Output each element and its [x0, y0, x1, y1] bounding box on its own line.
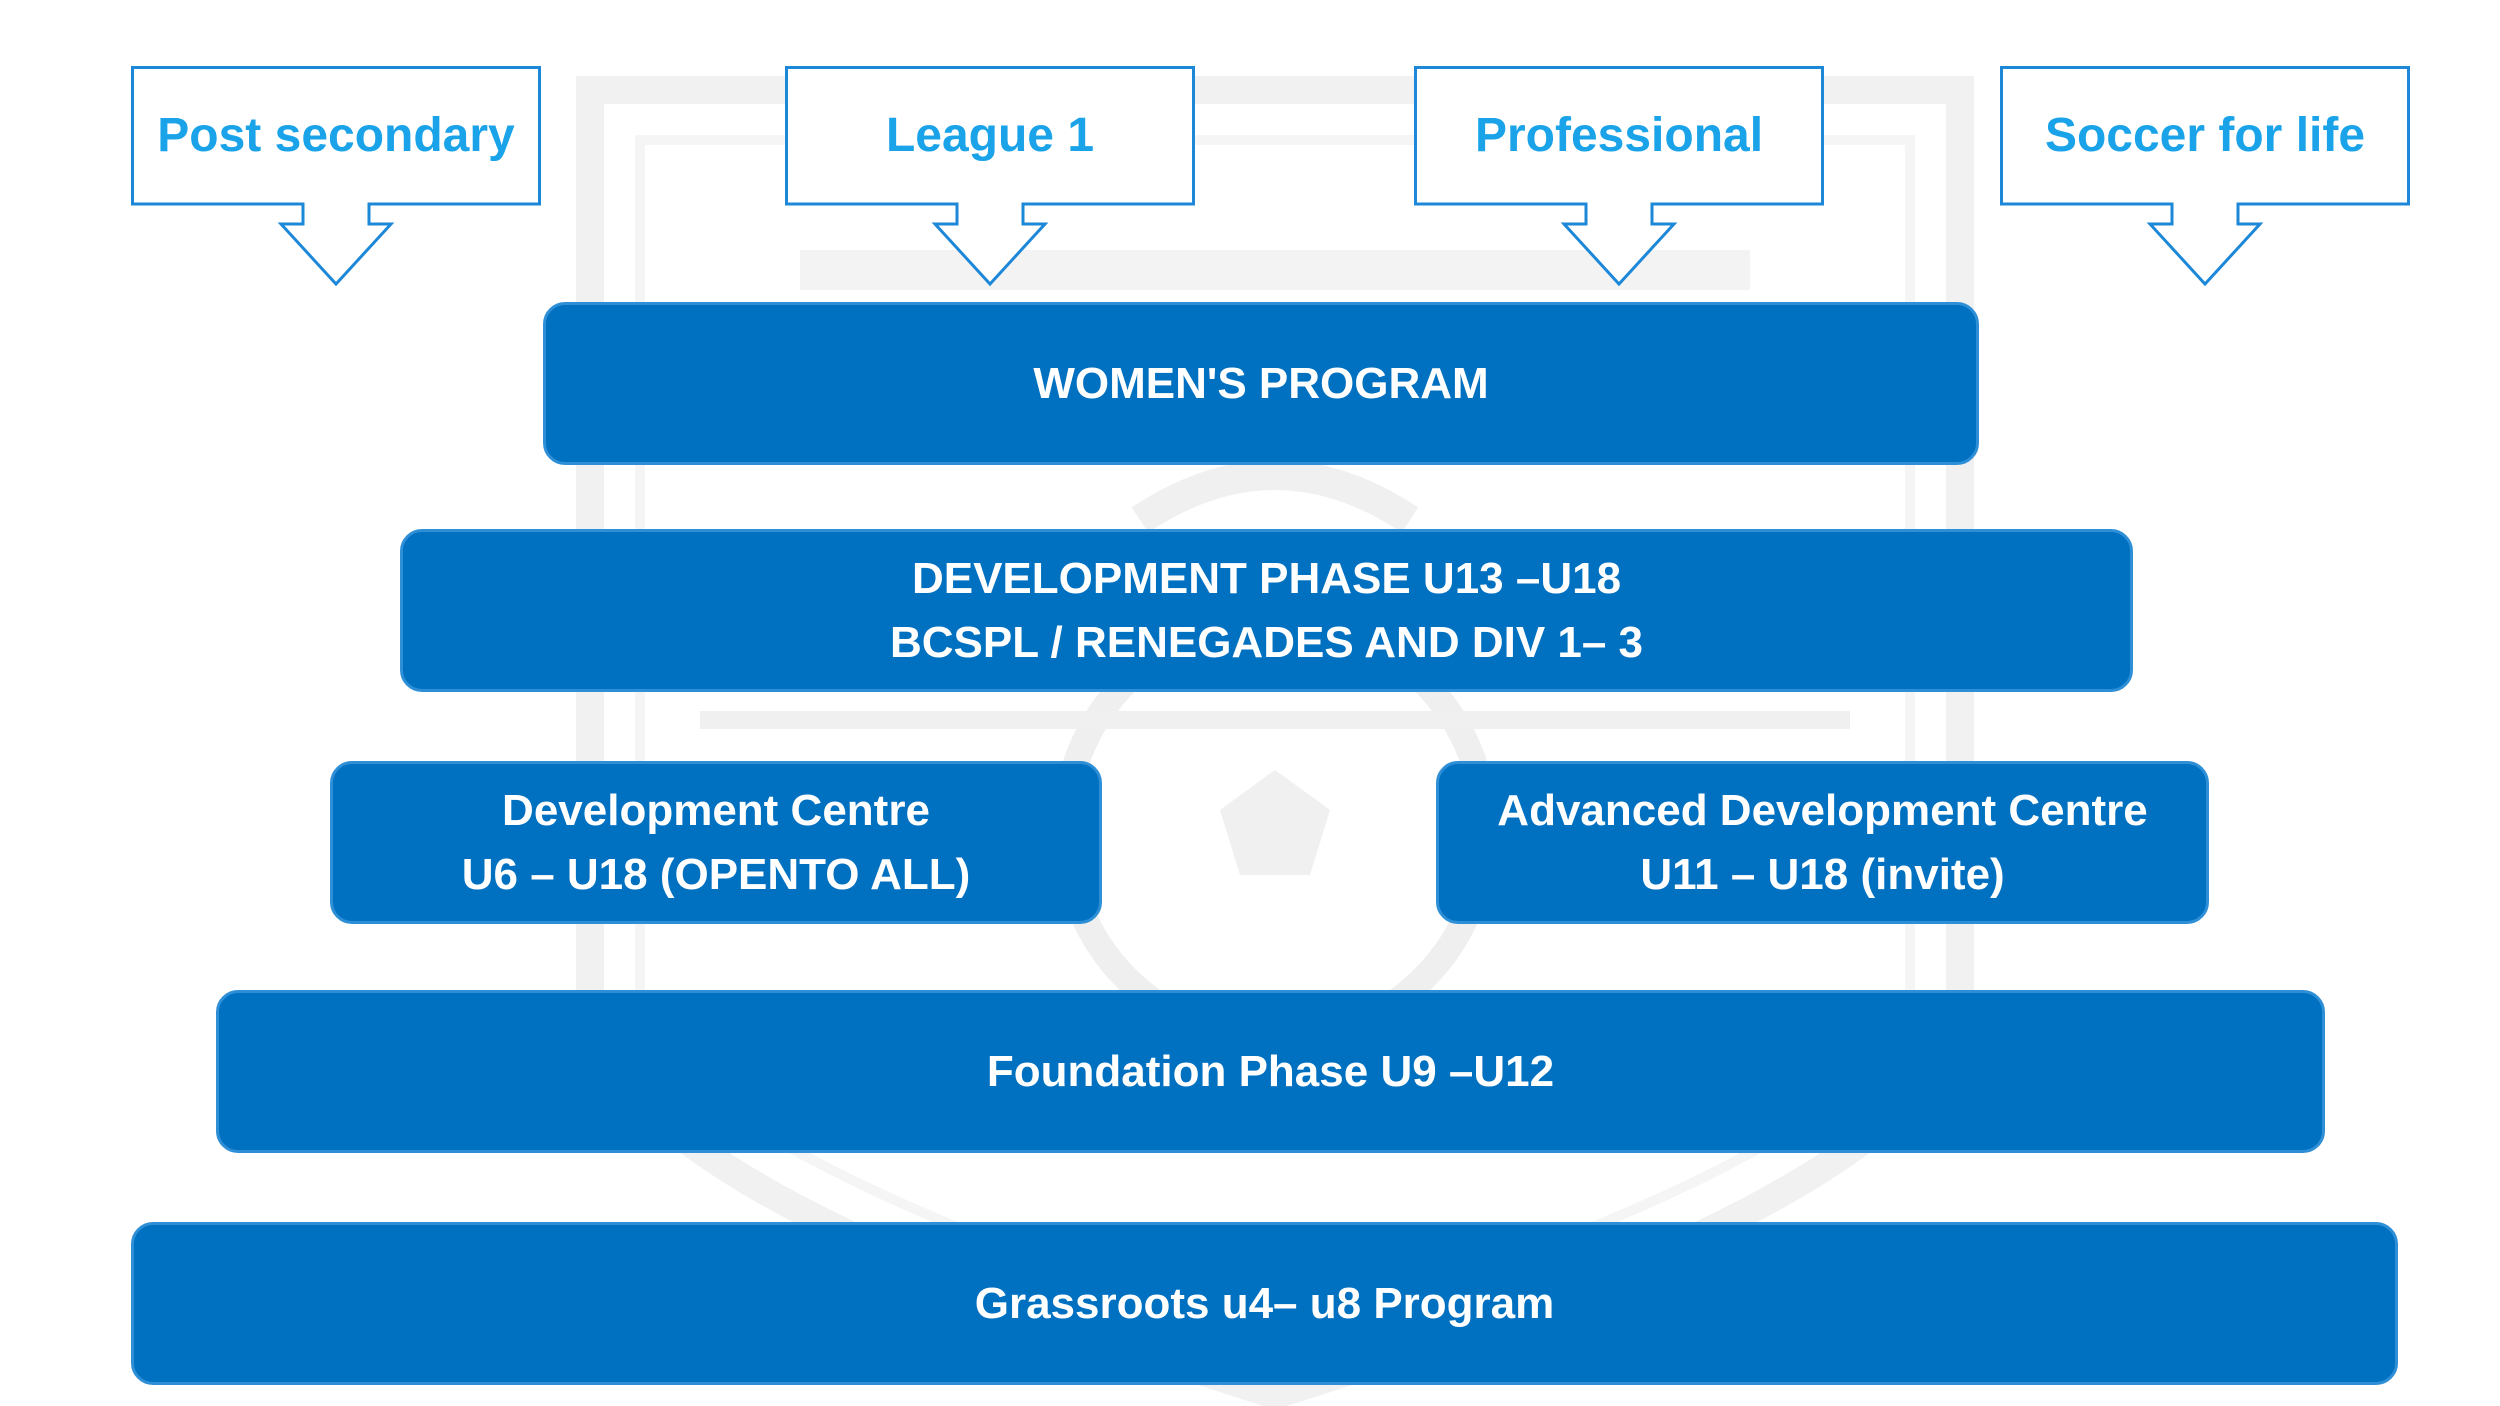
tier-development-centre: Development Centre U6 – U18 (OPENTO ALL) — [330, 761, 1102, 924]
pathway-label: Soccer for life — [2044, 108, 2366, 162]
tier-line-1: Grassroots u4– u8 Program — [974, 1278, 1555, 1328]
pathway-callout-league-1: League 1 — [785, 66, 1195, 287]
tier-line-1: DEVELOPMENT PHASE U13 –U18 — [911, 553, 1622, 603]
pathway-callout-post-secondary: Post secondary — [131, 66, 541, 287]
tier-line-1: Advanced Development Centre — [1497, 785, 2148, 835]
tier-line-1: WOMEN'S PROGRAM — [1033, 358, 1489, 408]
callout-arrow-shape — [1414, 66, 1824, 287]
tier-advanced-development-centre: Advanced Development Centre U11 – U18 (i… — [1436, 761, 2209, 924]
tier-line-2: U11 – U18 (invite) — [1640, 849, 2005, 899]
callout-arrow-shape — [2000, 66, 2410, 287]
tier-grassroots: Grassroots u4– u8 Program — [131, 1222, 2398, 1385]
tier-line-2: BCSPL / RENEGADES AND DIV 1– 3 — [889, 617, 1644, 667]
tier-line-1: Foundation Phase U9 –U12 — [986, 1046, 1555, 1096]
callout-arrow-shape — [785, 66, 1195, 287]
pathway-label: Professional — [1474, 108, 1764, 162]
tier-foundation-phase: Foundation Phase U9 –U12 — [216, 990, 2325, 1153]
pathway-label: League 1 — [885, 108, 1095, 162]
tier-line-1: Development Centre — [502, 785, 930, 835]
tier-line-2: U6 – U18 (OPENTO ALL) — [461, 849, 971, 899]
pathway-label: Post secondary — [157, 108, 515, 162]
tier-womens-program: WOMEN'S PROGRAM — [543, 302, 1979, 465]
pathway-callout-soccer-for-life: Soccer for life — [2000, 66, 2410, 287]
pathway-callout-professional: Professional — [1414, 66, 1824, 287]
tier-development-phase: DEVELOPMENT PHASE U13 –U18 BCSPL / RENEG… — [400, 529, 2133, 692]
callout-arrow-shape — [131, 66, 541, 287]
